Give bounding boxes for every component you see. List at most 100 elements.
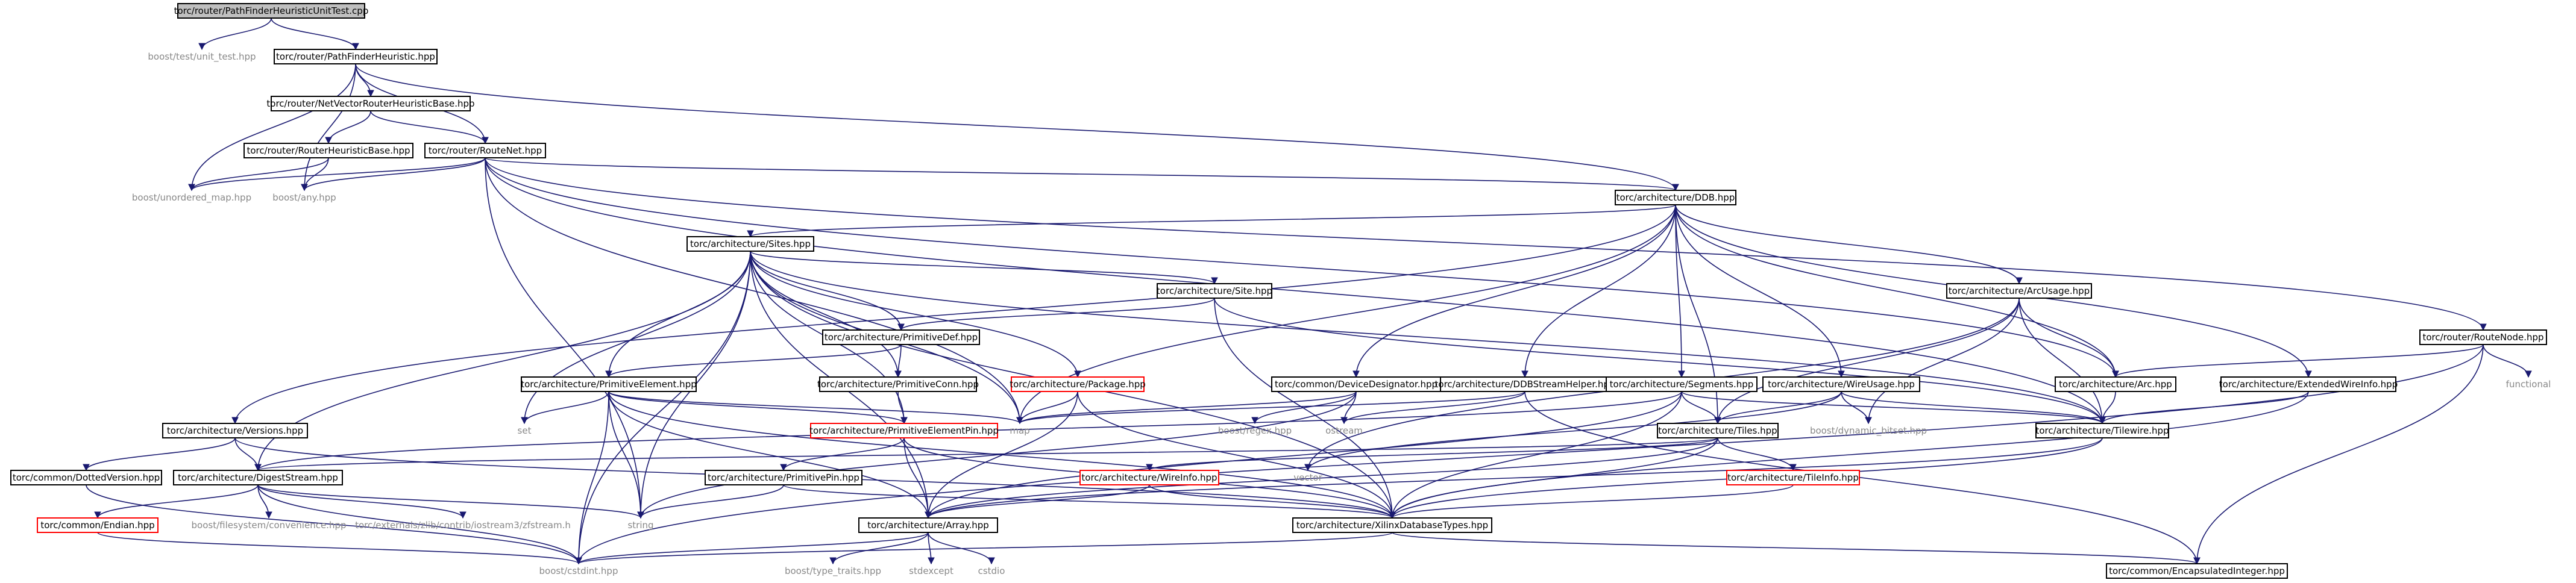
edge-arrowhead: [1211, 277, 1218, 285]
node-label: torc/architecture/PrimitiveDef.hpp: [825, 332, 978, 343]
edge-wireusage-to-vector: [1307, 391, 1842, 471]
node-label: ostream: [1325, 425, 1363, 436]
node-torc-architecture-site-hpp[interactable]: torc/architecture/Site.hpp: [1157, 283, 1272, 299]
node-torc-architecture-arc-hpp[interactable]: torc/architecture/Arc.hpp: [2055, 376, 2176, 392]
node-label: torc/architecture/DigestStream.hpp: [178, 472, 338, 483]
node-label: stdexcept: [909, 566, 953, 576]
node-box: [2106, 563, 2288, 579]
node-box: [1762, 376, 1920, 392]
edge-arrowhead: [897, 323, 905, 331]
edge-arrowhead: [2480, 323, 2487, 331]
node-torc-architecture-segments-hpp[interactable]: torc/architecture/Segments.hpp: [1606, 376, 1758, 392]
node-torc-architecture-primitiveconn-hpp[interactable]: torc/architecture/PrimitiveConn.hpp: [817, 376, 979, 392]
node-torc-architecture-sites-hpp[interactable]: torc/architecture/Sites.hpp: [686, 236, 814, 252]
node-torc-common-encapsulatedinteger-hpp[interactable]: torc/common/EncapsulatedInteger.hpp: [2106, 563, 2288, 579]
edge-primelem-to-map: [608, 391, 1020, 424]
node-label: torc/router/RouteNode.hpp: [2422, 332, 2543, 343]
edge-arrowhead: [637, 511, 644, 519]
node-torc-common-endian-hpp[interactable]: torc/common/Endian.hpp: [37, 517, 159, 533]
edge-sites-to-tilewire: [750, 251, 2103, 424]
edge-routenet-to-string: [485, 157, 641, 519]
node-ostream: ostream: [1325, 425, 1363, 436]
edge-routenode-to-functional: [2483, 344, 2529, 378]
node-label: boost/filesystem/convenience.hpp: [192, 520, 347, 531]
node-box: [2035, 423, 2169, 438]
edge-ddb-to-segments: [1675, 204, 1682, 378]
node-label: torc/architecture/PrimitiveConn.hpp: [817, 379, 979, 390]
node-torc-common-devicedesignator-hpp[interactable]: torc/common/DeviceDesignator.hpp: [1271, 376, 1441, 392]
node-torc-router-routenet-hpp[interactable]: torc/router/RouteNet.hpp: [424, 143, 546, 158]
node-label: torc/common/EncapsulatedInteger.hpp: [2109, 566, 2285, 576]
node-torc-architecture-versions-hpp[interactable]: torc/architecture/Versions.hpp: [162, 423, 308, 438]
node-torc-architecture-array-hpp[interactable]: torc/architecture/Array.hpp: [858, 517, 998, 533]
node-torc-architecture-ddbstreamhelper-hpp[interactable]: torc/architecture/DDBStreamHelper.hpp: [1435, 376, 1615, 392]
edge-nvrhb-to-rhb: [328, 110, 371, 144]
edge-arrowhead: [1016, 417, 1023, 425]
node-torc-externals-zlib-contrib-iostream3-zfstream-h: torc/externals/zlib/contrib/iostream3/zf…: [355, 520, 571, 531]
edge-arrowhead: [1146, 464, 1153, 472]
edge-rhb-to-umap: [191, 157, 329, 191]
edge-arrowhead: [928, 557, 935, 565]
node-label: boost/test/unit_test.hpp: [148, 51, 256, 63]
node-torc-architecture-tiles-hpp[interactable]: torc/architecture/Tiles.hpp: [1657, 423, 1779, 438]
nodes-layer: torc/router/PathFinderHeuristicUnitTest.…: [10, 3, 2551, 579]
node-torc-architecture-extendedwireinfo-hpp[interactable]: torc/architecture/ExtendedWireInfo.hpp: [2219, 376, 2398, 392]
node-label: torc/architecture/PrimitiveElement.hpp: [521, 379, 696, 390]
node-label: torc/architecture/Sites.hpp: [690, 238, 811, 249]
edge-segments-to-tiles: [1681, 391, 1718, 424]
node-torc-architecture-wireinfo-hpp[interactable]: torc/architecture/WireInfo.hpp: [1079, 470, 1219, 485]
node-torc-architecture-arcusage-hpp[interactable]: torc/architecture/ArcUsage.hpp: [1946, 283, 2092, 299]
node-label: torc/common/DeviceDesignator.hpp: [1275, 379, 1437, 390]
node-torc-router-routerheuristicbase-hpp[interactable]: torc/router/RouterHeuristicBase.hpp: [243, 143, 413, 158]
edge-arrowhead: [1352, 370, 1360, 378]
node-torc-architecture-ddb-hpp[interactable]: torc/architecture/DDB.hpp: [1615, 190, 1736, 205]
node-torc-architecture-xilinxdatabasetypes-hpp[interactable]: torc/architecture/XilinxDatabaseTypes.hp…: [1292, 517, 1492, 533]
node-boost-unordered-map-hpp: boost/unordered_map.hpp: [132, 192, 251, 204]
edge-ddb-to-ddbsh: [1524, 204, 1676, 378]
node-torc-architecture-wireusage-hpp[interactable]: torc/architecture/WireUsage.hpp: [1762, 376, 1920, 392]
edge-array-to-typetraits: [832, 532, 929, 564]
node-label: torc/architecture/WireUsage.hpp: [1768, 379, 1915, 390]
node-label: torc/common/DottedVersion.hpp: [13, 472, 160, 483]
node-box: [1079, 470, 1219, 485]
edge-extwire-to-xdbtypes: [1392, 391, 2309, 519]
edge-routenet-to-tilewire: [485, 157, 2103, 424]
node-label: torc/architecture/ExtendedWireInfo.hpp: [2219, 379, 2398, 390]
node-torc-architecture-primitiveelement-hpp[interactable]: torc/architecture/PrimitiveElement.hpp: [521, 376, 697, 392]
edge-arrowhead: [254, 464, 262, 472]
node-torc-architecture-primitiveelementpin-hpp[interactable]: torc/architecture/PrimitiveElementPin.hp…: [809, 423, 999, 438]
node-torc-architecture-tileinfo-hpp[interactable]: torc/architecture/TileInfo.hpp: [1726, 470, 1860, 485]
node-torc-router-routenode-hpp[interactable]: torc/router/RouteNode.hpp: [2419, 329, 2547, 345]
node-torc-architecture-primitivedef-hpp[interactable]: torc/architecture/PrimitiveDef.hpp: [822, 329, 980, 345]
node-box: [243, 143, 413, 158]
node-torc-router-netvectorrouterheuristicbase-hpp[interactable]: torc/router/NetVectorRouterHeuristicBase…: [266, 96, 475, 111]
edge-primelem-to-cstdint: [578, 391, 609, 564]
node-box: [10, 470, 162, 485]
edge-primelem-to-primelempin: [608, 391, 905, 424]
edge-routenet-to-routenode: [485, 157, 2484, 331]
edge-arrowhead: [367, 90, 374, 98]
edge-nvrhb-to-routenet: [370, 110, 486, 144]
edge-arrowhead: [988, 557, 995, 565]
node-box: [819, 376, 977, 392]
node-box: [1157, 283, 1272, 299]
edge-endian-to-cstdint: [97, 532, 579, 564]
node-torc-router-pathfinderheuristicunittest-cpp[interactable]: torc/router/PathFinderHeuristicUnitTest.…: [174, 3, 369, 19]
edge-arcusage-to-tiles: [1717, 298, 2020, 424]
node-box: [1011, 376, 1145, 392]
edge-arrowhead: [925, 511, 932, 519]
edge-arrowhead: [2015, 277, 2023, 285]
edge-package-to-xdbtypes: [1077, 391, 1393, 519]
edge-arrowhead: [352, 43, 359, 51]
node-box: [1615, 190, 1736, 205]
node-stdexcept: stdexcept: [909, 566, 953, 576]
node-torc-architecture-tilewire-hpp[interactable]: torc/architecture/Tilewire.hpp: [2035, 423, 2169, 438]
node-torc-architecture-primitivepin-hpp[interactable]: torc/architecture/PrimitivePin.hpp: [705, 470, 862, 485]
node-torc-architecture-package-hpp[interactable]: torc/architecture/Package.hpp: [1010, 376, 1146, 392]
node-torc-common-dottedversion-hpp[interactable]: torc/common/DottedVersion.hpp: [10, 470, 162, 485]
node-torc-router-pathfinderheuristic-hpp[interactable]: torc/router/PathFinderHeuristic.hpp: [274, 49, 438, 64]
node-torc-architecture-digeststream-hpp[interactable]: torc/architecture/DigestStream.hpp: [173, 470, 343, 485]
node-box: [1271, 376, 1441, 392]
edge-arcusage-to-arc: [2018, 298, 2116, 378]
edge-pfhut-to-unit_test: [201, 17, 272, 50]
